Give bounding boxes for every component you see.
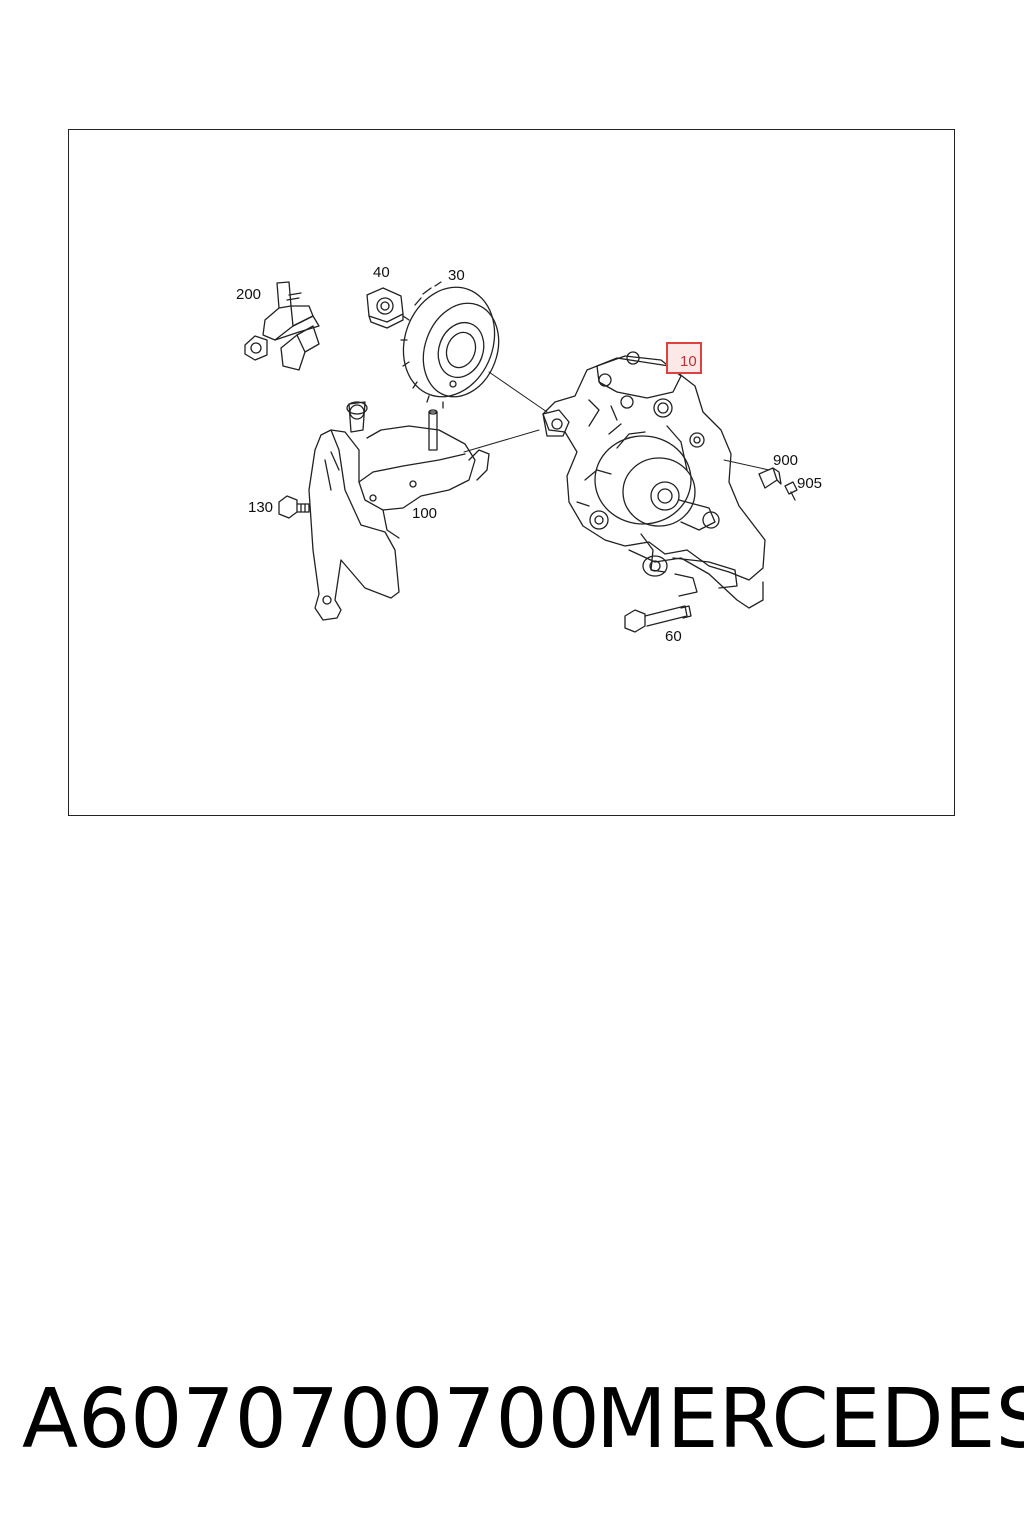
- callout-10-highlight[interactable]: 10: [666, 342, 702, 374]
- callout-905: 905: [797, 475, 823, 492]
- part-30-sprocket: [400, 281, 500, 409]
- callout-100: 100: [412, 505, 438, 522]
- callout-30: 30: [448, 267, 465, 284]
- part-number: A6070700700: [22, 1372, 600, 1467]
- callout-900: 900: [773, 452, 799, 469]
- part-200-fitting: [244, 281, 320, 371]
- part-130-bolt: [278, 495, 310, 519]
- part-40-nut: [366, 287, 404, 329]
- callout-60: 60: [665, 628, 682, 645]
- callout-200: 200: [236, 286, 262, 303]
- callout-130: 130: [248, 499, 274, 516]
- brand-name: MERCEDES: [596, 1372, 1024, 1467]
- parts-diagram-frame: 200 40 30 10 900 905 130 100 60: [68, 129, 955, 816]
- part-100-bracket: [308, 401, 490, 621]
- footer: A6070700700 MERCEDES: [0, 1370, 1024, 1470]
- callout-10: 10: [680, 353, 697, 370]
- exploded-parts-drawing: [244, 281, 798, 633]
- part-60-bolt: [624, 605, 692, 633]
- callout-40: 40: [373, 264, 390, 281]
- part-10-pump: [542, 351, 766, 609]
- part-900-905-seal: [758, 467, 798, 501]
- leader-lines: [463, 357, 770, 471]
